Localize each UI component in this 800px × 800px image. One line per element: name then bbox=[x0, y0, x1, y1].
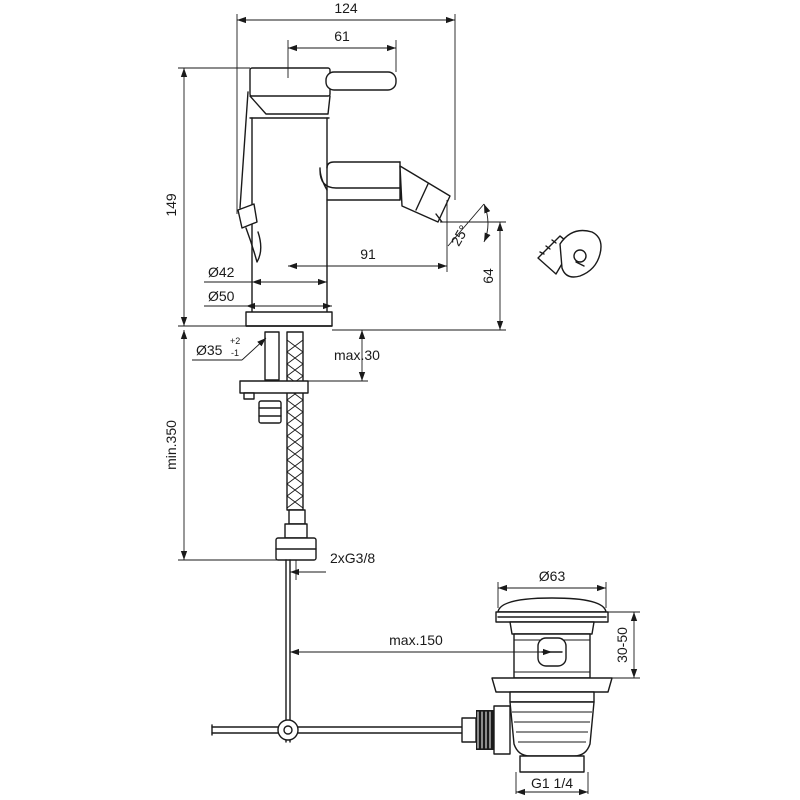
label-connections: 2xG3/8 bbox=[330, 550, 375, 566]
label-waste-height: 30-50 bbox=[614, 627, 630, 663]
label-min-hose: min.350 bbox=[163, 420, 179, 470]
waste-lower-body bbox=[509, 701, 595, 757]
label-lever-length: 61 bbox=[334, 28, 350, 44]
mixer-body bbox=[237, 67, 451, 327]
waste-assembly bbox=[211, 597, 613, 773]
label-height: 149 bbox=[163, 193, 179, 217]
lever-knob bbox=[325, 71, 397, 91]
lever-neck bbox=[249, 95, 331, 115]
label-waste-thread: G1 1/4 bbox=[531, 775, 573, 791]
body-cylinder bbox=[251, 117, 328, 313]
label-overall-width: 124 bbox=[334, 0, 358, 16]
label-spout-angle: 25° bbox=[447, 222, 471, 248]
mixer-base bbox=[245, 311, 333, 327]
label-max-deck: max.30 bbox=[334, 347, 380, 363]
label-base-diameter: Ø50 bbox=[208, 288, 235, 304]
braided-hose bbox=[286, 331, 304, 511]
rod-connector bbox=[476, 710, 494, 750]
fixing-nut bbox=[258, 400, 282, 424]
spout-detail-view bbox=[537, 229, 602, 278]
spout bbox=[319, 167, 403, 201]
popup-knob bbox=[237, 203, 258, 229]
label-body-diameter: Ø42 bbox=[208, 264, 235, 280]
waste-flange bbox=[491, 677, 613, 693]
dim-leader-hole-diameter bbox=[241, 337, 267, 361]
label-spout-reach: 91 bbox=[360, 246, 376, 262]
label-spout-height: 64 bbox=[480, 268, 496, 284]
label-rod-reach: max.150 bbox=[389, 632, 443, 648]
dim-arc-spout-angle bbox=[483, 203, 491, 243]
threaded-shank bbox=[264, 331, 280, 381]
waste-plug-cap bbox=[497, 597, 607, 613]
fixing-plate bbox=[239, 380, 309, 394]
label-hole-tol-plus: +2 bbox=[230, 336, 240, 346]
label-waste-diameter: Ø63 bbox=[539, 568, 566, 584]
label-hole-tol-minus: -1 bbox=[231, 348, 239, 358]
spout-nozzle bbox=[399, 165, 451, 223]
lever-handle bbox=[249, 67, 331, 97]
dimension-lines bbox=[178, 14, 640, 796]
label-hole-diameter: Ø35 bbox=[196, 342, 223, 358]
under-deck-assembly bbox=[239, 331, 317, 743]
